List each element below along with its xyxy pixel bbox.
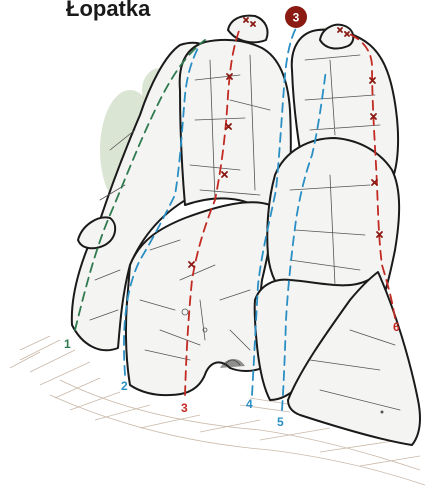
- route-label-4: 4: [246, 397, 253, 411]
- sector-badge-number: 3: [293, 11, 300, 25]
- sector-badge: 3: [285, 6, 307, 28]
- route-label-6: 6: [393, 320, 400, 334]
- route-label-3: 3: [181, 401, 188, 415]
- formation-title: Łopatka: [66, 0, 151, 21]
- rock-pillar-cap: [228, 16, 268, 43]
- route-label-1: 1: [64, 337, 71, 351]
- route-label-5: 5: [277, 415, 284, 429]
- route-label-2: 2: [121, 379, 128, 393]
